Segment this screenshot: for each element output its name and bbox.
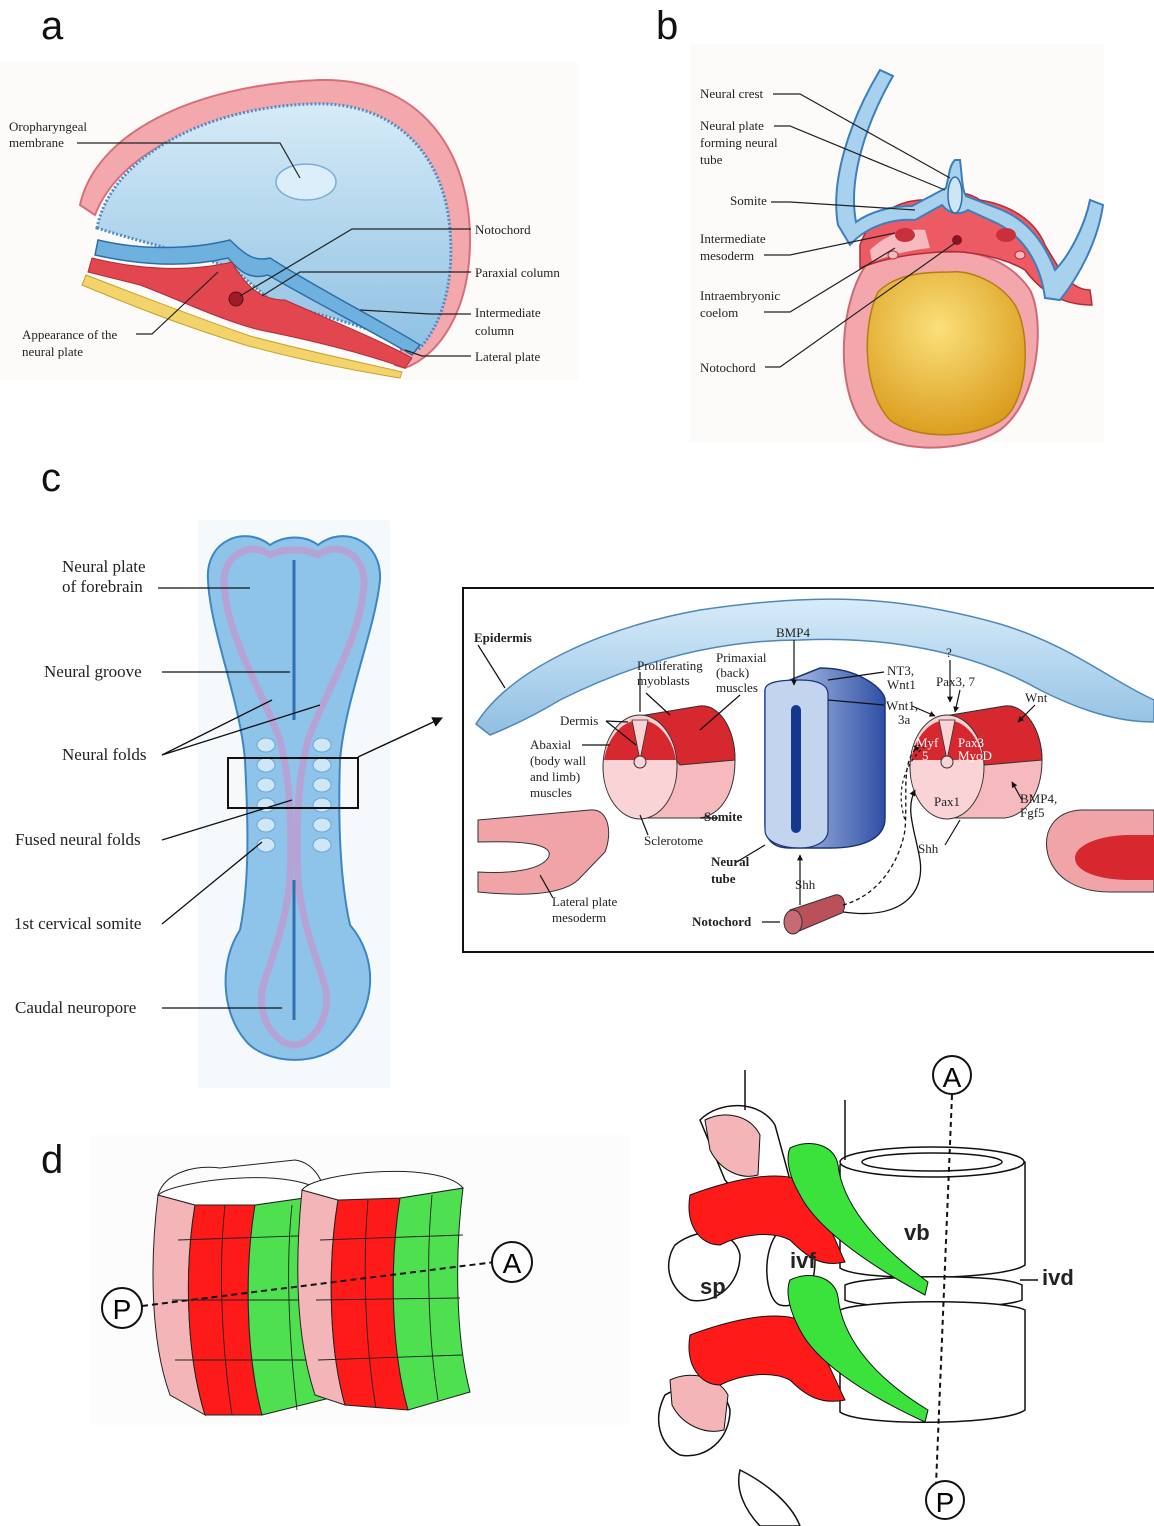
- somite-label-inset: Somite: [704, 809, 743, 824]
- sclerotome-block-2: [298, 1171, 470, 1410]
- vb-label: vb: [904, 1220, 930, 1245]
- somite-left-b: [895, 228, 915, 242]
- question-label: ?: [946, 645, 952, 660]
- notochord-a: [229, 292, 243, 306]
- dermis-label: Dermis: [560, 713, 598, 728]
- a-label-left: A: [503, 1248, 522, 1279]
- somite-right-b: [996, 228, 1016, 242]
- notochord-label-b: Notochord: [700, 360, 756, 375]
- a-label-right: A: [943, 1062, 962, 1093]
- bmp4-label: BMP4: [776, 625, 810, 640]
- notochord-label-a: Notochord: [475, 222, 531, 237]
- neural-groove-b: [948, 177, 962, 213]
- sp-label: sp: [700, 1274, 726, 1299]
- coelom-left-b: [888, 251, 898, 259]
- ivf-label: ivf: [790, 1248, 816, 1273]
- wnt-label: Wnt: [1025, 690, 1048, 705]
- somite-label-b: Somite: [730, 193, 767, 208]
- panel-d-right: A P vb ivd ivf sp: [650, 1015, 1140, 1526]
- shh-bottom-label: Shh: [795, 877, 816, 892]
- neural-tube-inset: [765, 668, 885, 848]
- sclerotome-label: Sclerotome: [644, 833, 703, 848]
- neural-crest-label: Neural crest: [700, 86, 764, 101]
- caudal-neuropore-label: Caudal neuropore: [15, 998, 136, 1017]
- panel-d-left: P A: [90, 1135, 630, 1425]
- ivd-label: ivd: [1042, 1265, 1074, 1290]
- nt3-label: NT3,Wnt1: [887, 663, 916, 692]
- shh-right-label: Shh: [918, 841, 939, 856]
- epidermis-label: Epidermis: [474, 630, 532, 645]
- p-label-left: P: [113, 1294, 132, 1325]
- lateral-plate-label: Lateral plate: [475, 349, 541, 364]
- oropharyngeal-disc: [276, 164, 336, 200]
- cervical-somite-label: 1st cervical somite: [14, 914, 141, 933]
- neural-groove-label: Neural groove: [44, 662, 142, 681]
- pax37-label: Pax3, 7: [936, 674, 976, 689]
- left-somite: [603, 706, 735, 819]
- fused-folds-label: Fused neural folds: [15, 830, 141, 849]
- p-label-right: P: [936, 1487, 955, 1518]
- neural-folds-label: Neural folds: [62, 745, 147, 764]
- notochord-label-inset: Notochord: [692, 914, 752, 929]
- paraxial-label: Paraxial column: [475, 265, 560, 280]
- neural-canal: [791, 705, 801, 833]
- coelom-right-b: [1015, 251, 1025, 259]
- pax1-label: Pax1: [934, 794, 960, 809]
- yolk: [867, 272, 1025, 435]
